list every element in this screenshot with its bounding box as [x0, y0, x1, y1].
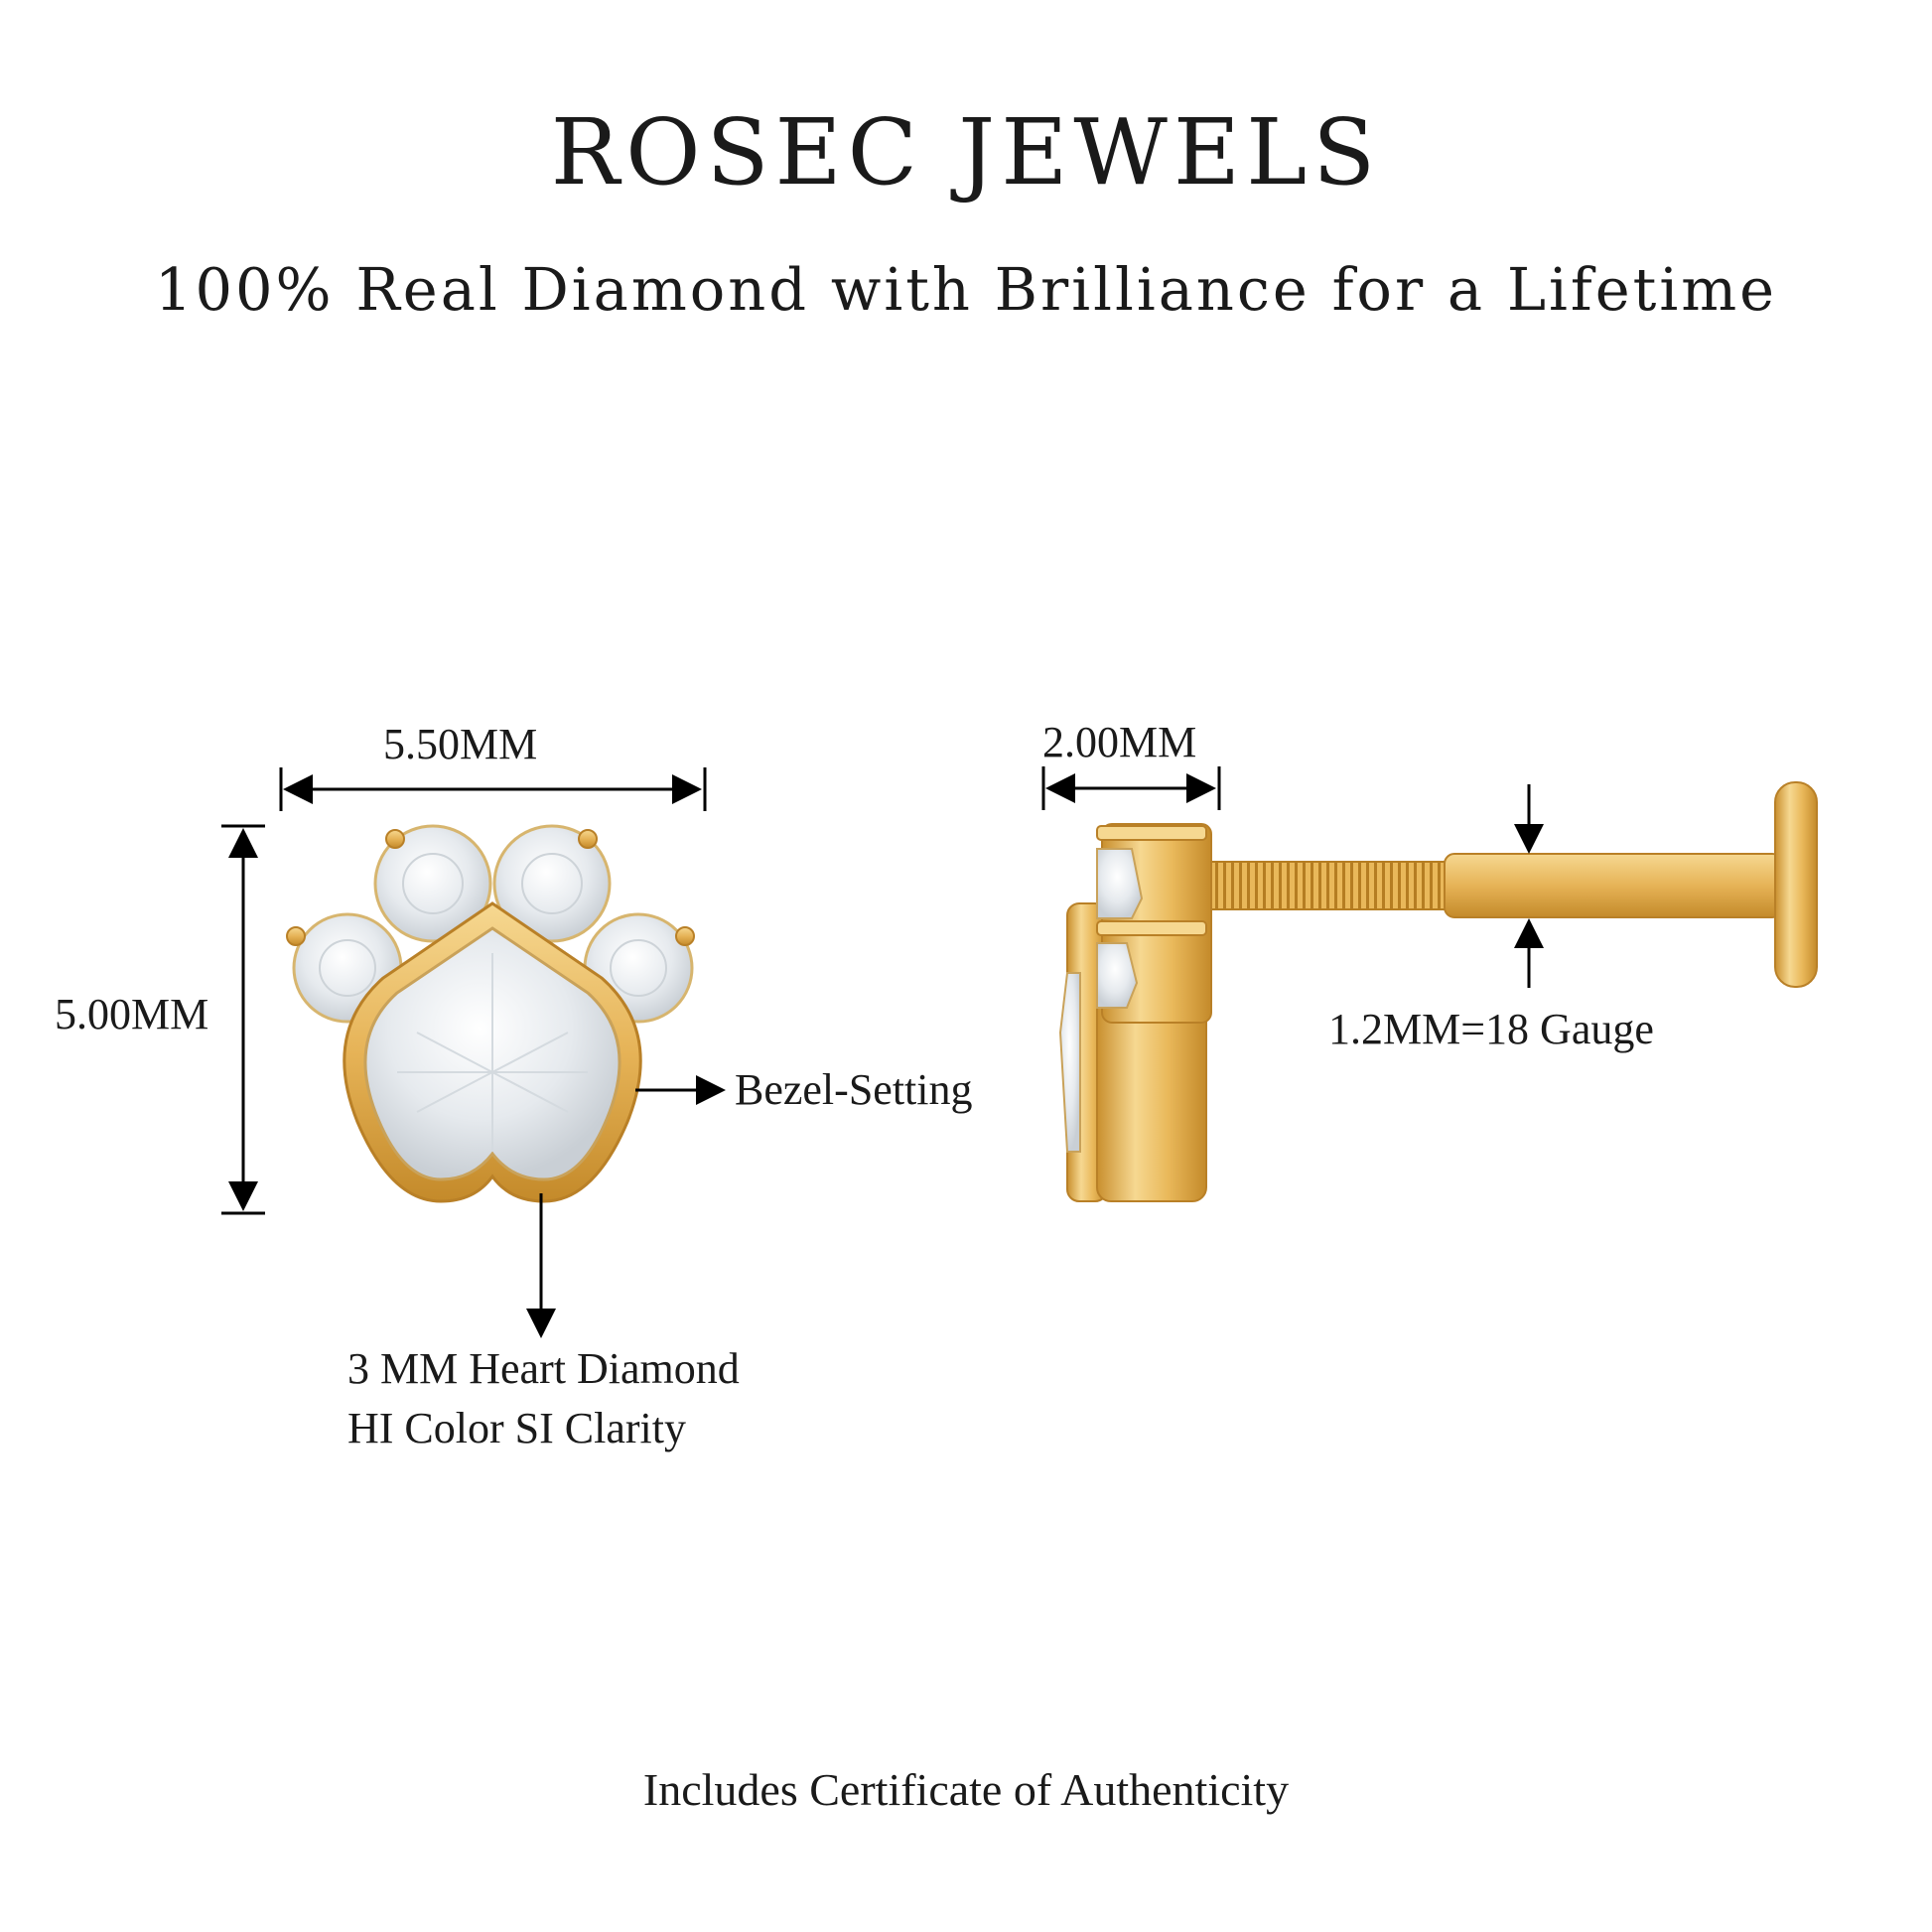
earring-side-view [1058, 781, 1818, 1202]
heart-bezel [343, 901, 642, 1203]
disc-back [1774, 781, 1818, 988]
depth-dimension [1041, 766, 1221, 810]
width-label: 5.50MM [383, 720, 538, 768]
diamond-spec-line-1: 3 MM Heart Diamond [347, 1344, 740, 1393]
labret-bar [1444, 853, 1783, 918]
gauge-label: 1.2MM=18 Gauge [1328, 1005, 1654, 1053]
depth-label: 2.00MM [1042, 718, 1197, 766]
paw-earring-front [286, 824, 695, 1203]
height-label: 5.00MM [55, 990, 209, 1038]
toe-diamond [492, 824, 612, 943]
certificate-note: Includes Certificate of Authenticity [642, 1764, 1290, 1815]
height-dimension [221, 824, 265, 1215]
bezel-setting-label: Bezel-Setting [735, 1065, 973, 1114]
toe-diamond [373, 824, 492, 943]
diamond-spec-line-2: HI Color SI Clarity [347, 1404, 686, 1452]
brand-title: ROSEC JEWELS [550, 99, 1382, 206]
threaded-post [1210, 861, 1450, 910]
width-dimension [279, 767, 707, 811]
tagline: 100% Real Diamond with Brilliance for a … [154, 255, 1778, 324]
